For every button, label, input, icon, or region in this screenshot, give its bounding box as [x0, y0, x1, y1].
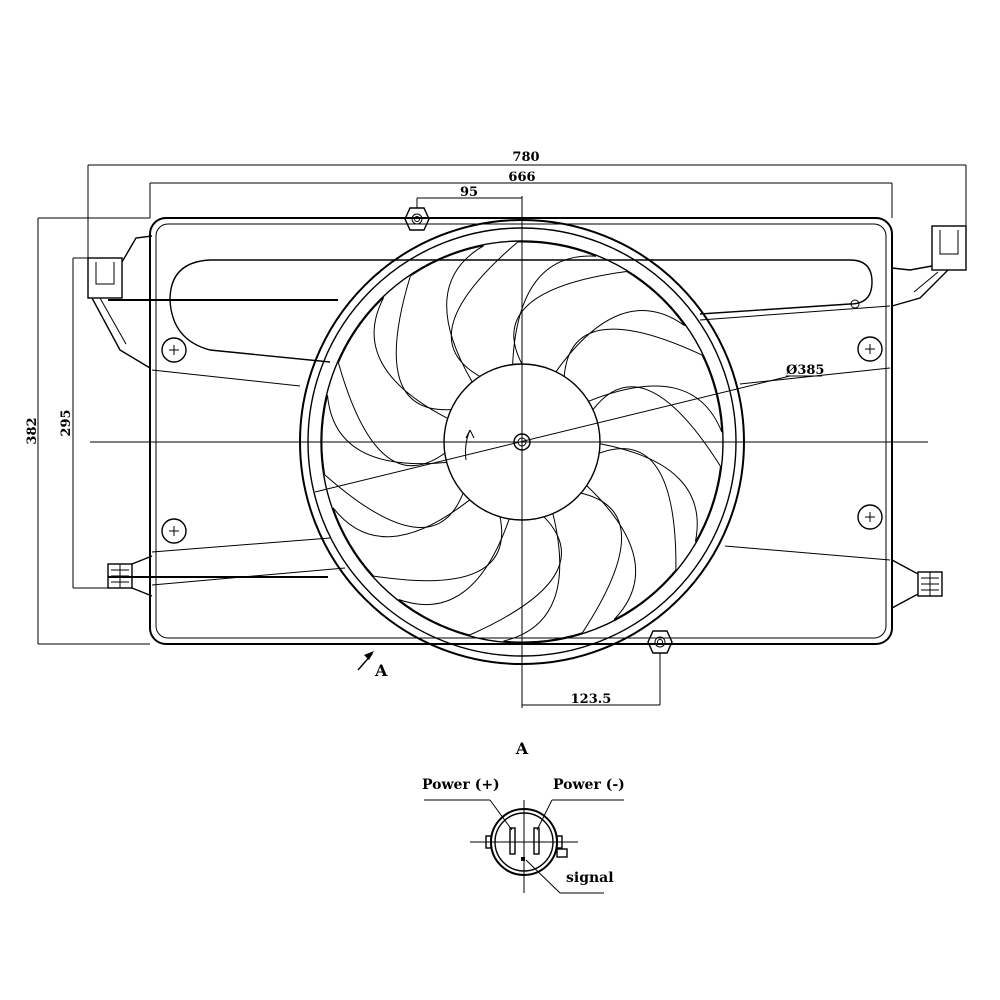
- bracket-lower-right: [891, 559, 943, 609]
- fan-blade: [337, 297, 448, 467]
- mount-holes: [161, 336, 883, 544]
- dim-666: 666: [508, 170, 535, 185]
- pin-negative: [533, 827, 540, 855]
- mount-hole-lower-left: [161, 518, 187, 544]
- label-power-positive: Power (+): [422, 777, 500, 793]
- mount-hole-lower-right: [857, 504, 883, 530]
- mount-hole-upper-left: [161, 337, 187, 363]
- fan-blades: [321, 241, 723, 643]
- shroud-frame: [108, 217, 893, 645]
- label-power-negative: Power (-): [553, 777, 625, 793]
- dim-95: 95: [460, 185, 478, 200]
- hex-boss-top: [404, 207, 430, 231]
- label-signal: signal: [566, 870, 614, 886]
- dim-123-5: 123.5: [571, 692, 612, 707]
- fan-blade: [563, 328, 723, 433]
- section-title: A: [515, 739, 529, 758]
- dim-382: 382: [25, 417, 40, 444]
- bracket-lower-left: [107, 555, 153, 597]
- fan-blade: [503, 492, 622, 643]
- fan-blade: [321, 395, 464, 528]
- fan-blade: [395, 245, 485, 411]
- hex-boss-bottom: [647, 630, 673, 654]
- fan-blade: [450, 241, 597, 377]
- pin-signal: [521, 857, 525, 861]
- connector-detail: [424, 799, 624, 894]
- dimension-lines: [37, 164, 967, 706]
- fan-blade: [513, 270, 686, 373]
- pin-positive: [509, 827, 516, 855]
- mount-hole-upper-right: [857, 336, 883, 362]
- bracket-upper-right: [891, 225, 967, 307]
- fan-blade: [586, 448, 677, 621]
- dim-fan-diameter: Ø385: [786, 363, 824, 378]
- fan-blade: [332, 499, 503, 582]
- bracket-upper-left: [87, 235, 153, 369]
- center-lines: [90, 196, 928, 708]
- view-arrow-label: A: [374, 661, 388, 680]
- dim-295: 295: [59, 409, 74, 436]
- dim-780: 780: [512, 150, 539, 165]
- fan-blade: [592, 386, 722, 542]
- fan-blade: [398, 516, 562, 636]
